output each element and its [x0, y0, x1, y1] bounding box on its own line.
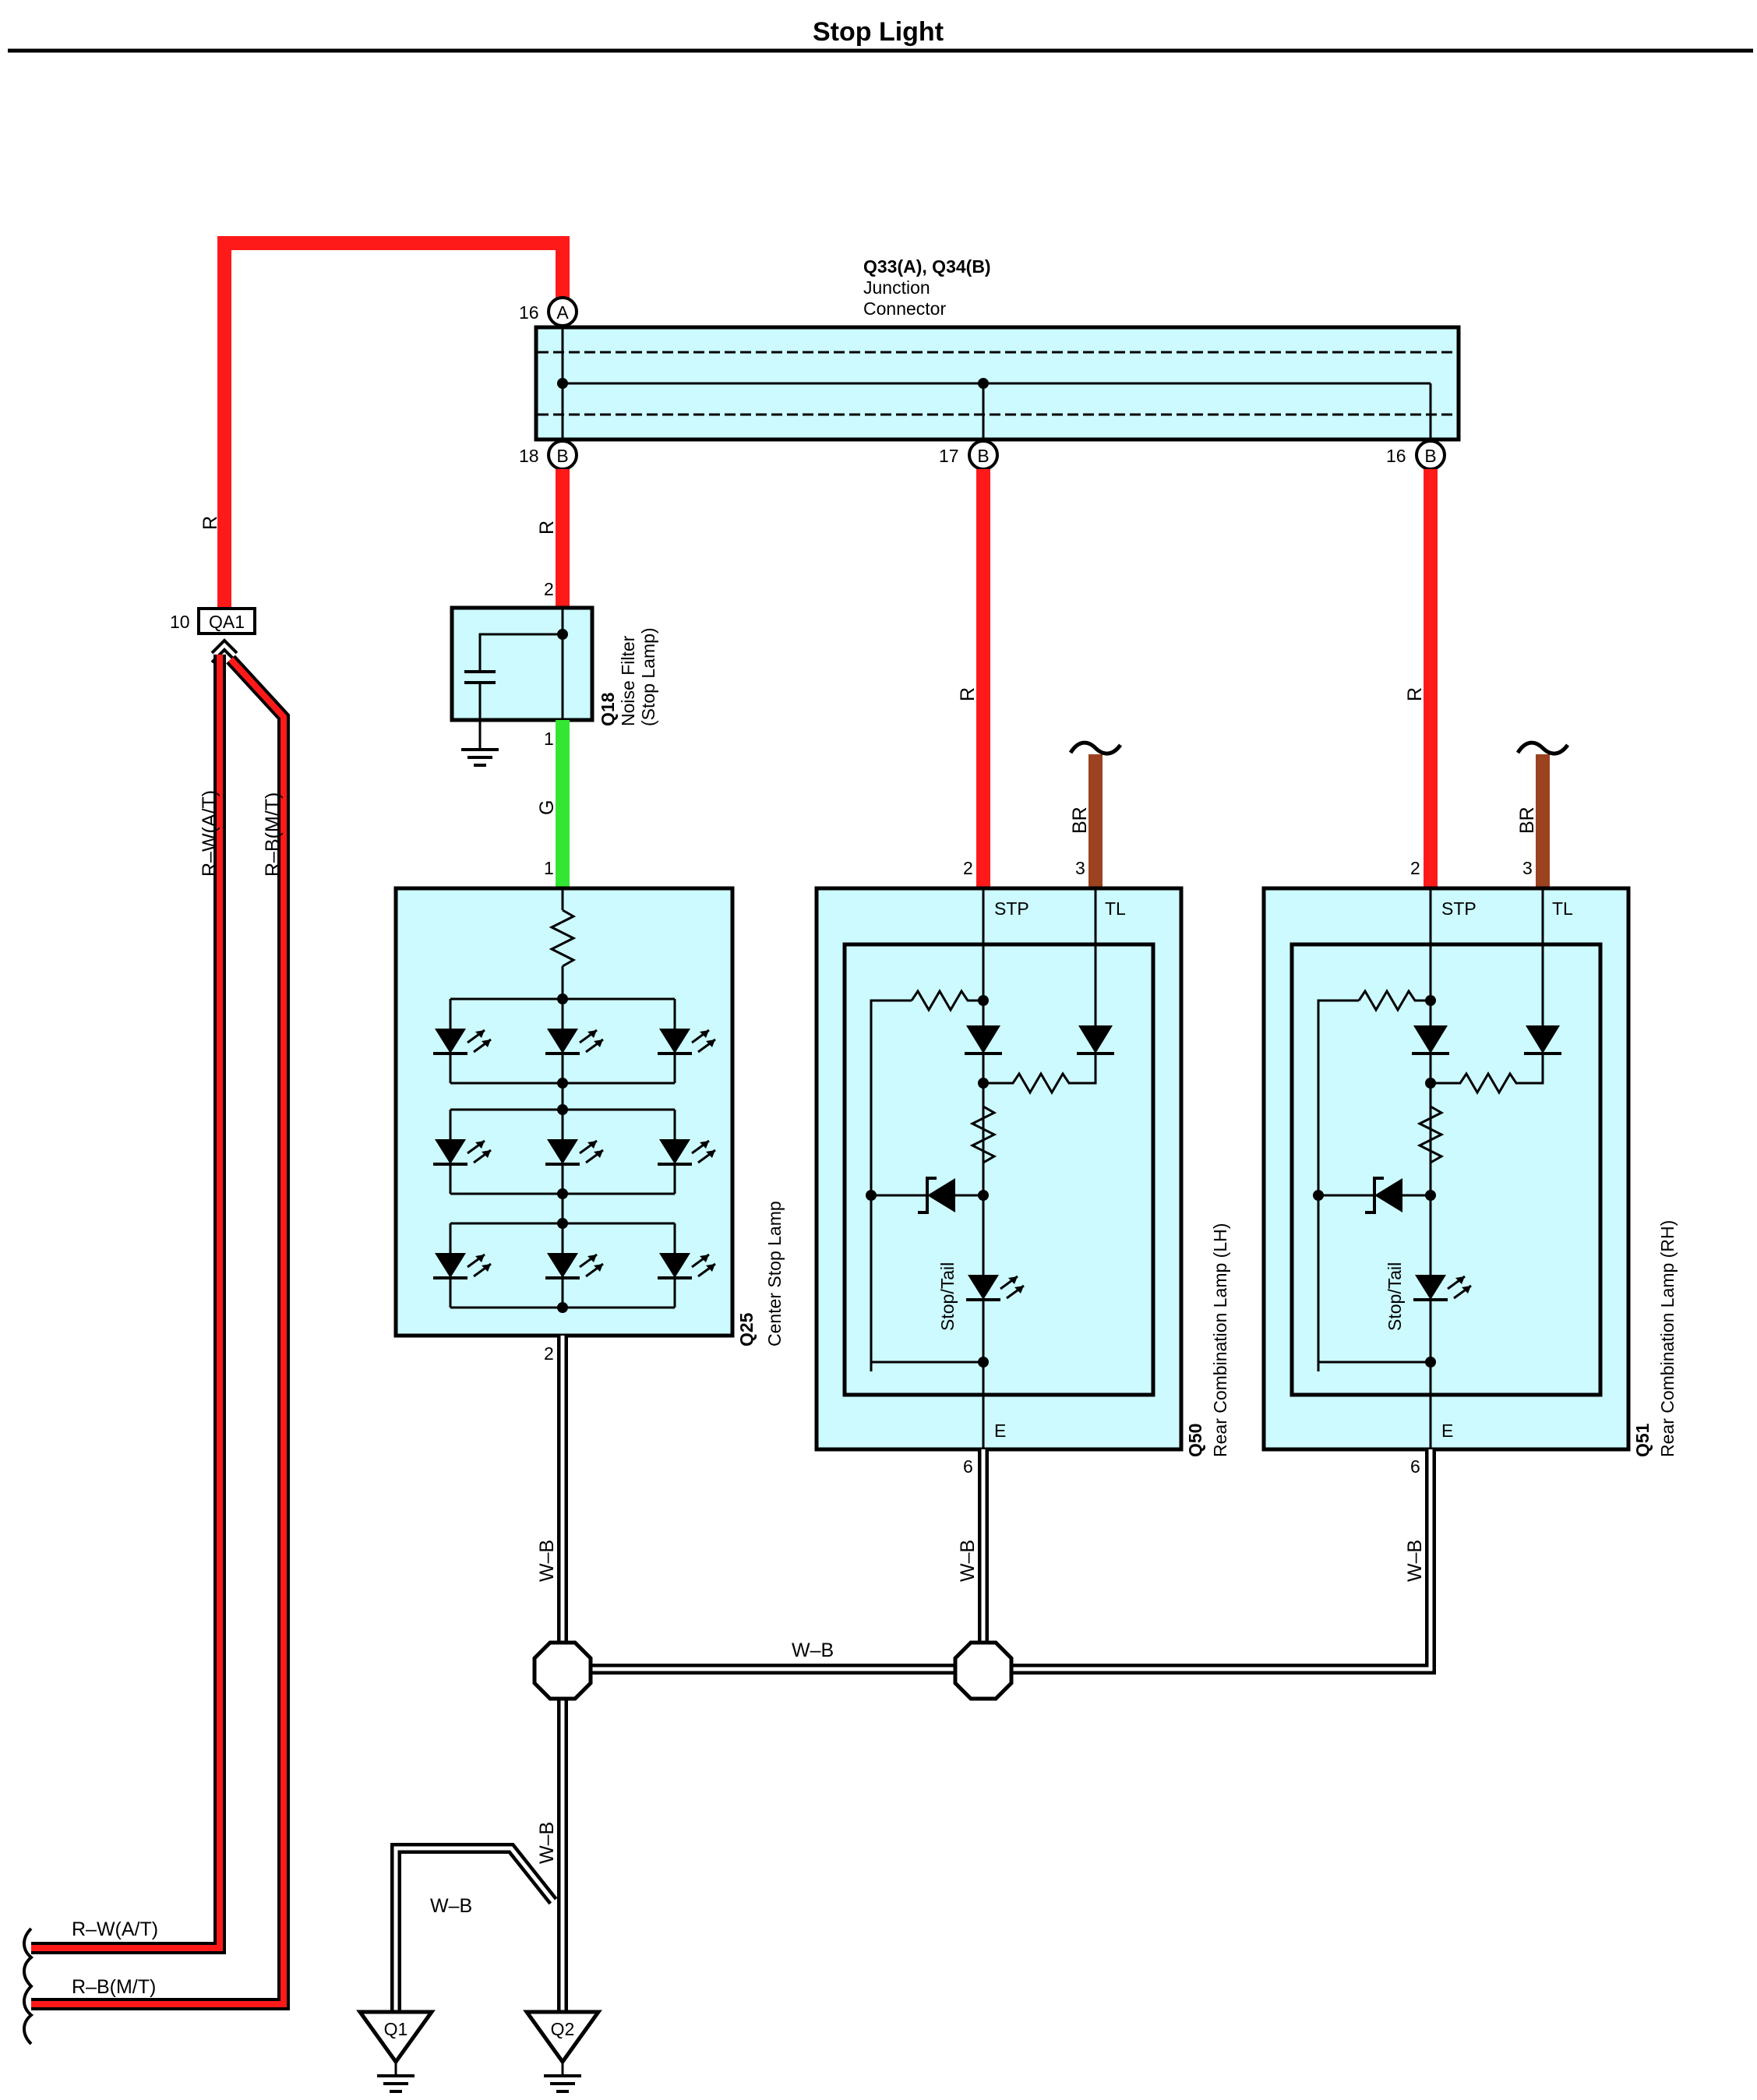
junction-pin-b18: B 18 — [519, 439, 578, 471]
svg-text:Q50: Q50 — [1185, 1424, 1205, 1457]
svg-text:A: A — [556, 302, 569, 323]
svg-text:W–B: W–B — [1404, 1540, 1426, 1582]
splice-point-2 — [953, 1640, 1014, 1701]
svg-text:10: 10 — [170, 612, 190, 632]
svg-text:16: 16 — [519, 302, 539, 323]
svg-text:2: 2 — [1410, 858, 1420, 878]
svg-text:TL: TL — [1552, 898, 1573, 919]
svg-text:16: 16 — [1386, 446, 1406, 466]
svg-text:2: 2 — [963, 858, 973, 878]
diagram-title: Stop Light — [813, 17, 944, 47]
svg-text:Q18: Q18 — [598, 692, 618, 726]
svg-text:STP: STP — [1441, 898, 1477, 919]
junction-connector: Q33(A), Q34(B) Junction Connector — [534, 256, 1461, 442]
rear-combination-lamp-rh-q51: 2 3 STP TL E Stop/Tail 6 Q51 Rear Combin… — [1261, 858, 1678, 1477]
svg-text:6: 6 — [963, 1456, 973, 1477]
svg-text:QA1: QA1 — [209, 612, 245, 632]
svg-text:R–B(M/T): R–B(M/T) — [72, 1976, 156, 1998]
svg-text:E: E — [1441, 1421, 1453, 1441]
svg-text:W–B: W–B — [430, 1895, 472, 1917]
harness-break-mark — [23, 1927, 34, 2045]
junction-pin-b16: B 16 — [1386, 439, 1446, 471]
svg-text:R–W(A/T): R–W(A/T) — [199, 790, 221, 877]
svg-text:Q2: Q2 — [551, 2019, 575, 2039]
svg-text:W–B: W–B — [536, 1540, 558, 1582]
wire-r-junction-to-rh: R — [1404, 469, 1438, 887]
wire-r-w-at: R–W(A/T) R–W(A/T) — [31, 655, 226, 1954]
svg-text:STP: STP — [994, 898, 1029, 919]
wire-g-filter-to-center-lamp: G 1 — [536, 720, 570, 887]
svg-text:Stop/Tail: Stop/Tail — [937, 1262, 958, 1331]
junction-pin-b17: B 17 — [939, 439, 999, 471]
svg-text:Rear Combination Lamp (LH): Rear Combination Lamp (LH) — [1210, 1223, 1230, 1457]
svg-text:R: R — [199, 516, 221, 530]
svg-text:Q1: Q1 — [384, 2019, 408, 2039]
svg-text:Rear Combination Lamp (RH): Rear Combination Lamp (RH) — [1657, 1220, 1678, 1457]
wire-r-qa1-to-junction: R — [199, 236, 570, 612]
svg-text:Connector: Connector — [863, 298, 946, 319]
ground-point-q1: Q1 — [356, 2010, 436, 2093]
svg-text:R: R — [1404, 687, 1426, 701]
wire-r-b-mt: R–B(M/T) R–B(M/T) — [31, 655, 290, 2010]
ground-point-q2: Q2 — [523, 2010, 602, 2093]
wire-r-junction-to-filter: R — [536, 469, 570, 608]
svg-text:B: B — [977, 446, 989, 466]
svg-text:R: R — [536, 521, 558, 535]
connector-qa1: QA1 10 — [170, 607, 256, 664]
svg-text:Junction: Junction — [863, 277, 930, 298]
svg-text:1: 1 — [544, 729, 554, 749]
svg-text:W–B: W–B — [957, 1540, 979, 1582]
svg-text:Stop/Tail: Stop/Tail — [1385, 1262, 1405, 1331]
svg-text:E: E — [994, 1421, 1006, 1441]
svg-text:6: 6 — [1410, 1456, 1420, 1477]
wire-r-junction-to-lh: R — [957, 469, 990, 887]
svg-text:17: 17 — [939, 446, 959, 466]
rear-combination-lamp-lh-q50: 2 3 STP TL E Stop/Tail 6 Q50 Rear Comb — [814, 858, 1230, 1477]
svg-text:G: G — [536, 800, 558, 815]
svg-text:Center Stop Lamp: Center Stop Lamp — [764, 1201, 785, 1346]
svg-text:Q25: Q25 — [736, 1312, 757, 1346]
svg-text:W–B: W–B — [536, 1822, 558, 1864]
svg-text:R: R — [957, 687, 979, 701]
svg-text:B: B — [556, 446, 568, 466]
svg-text:BR: BR — [1069, 806, 1091, 834]
svg-text:R–W(A/T): R–W(A/T) — [72, 1918, 158, 1940]
svg-text:3: 3 — [1522, 858, 1533, 878]
center-stop-lamp-q25: 2 Q25 Center Stop Lamp — [393, 886, 785, 1364]
svg-text:Q51: Q51 — [1632, 1423, 1653, 1457]
svg-text:R–B(M/T): R–B(M/T) — [262, 792, 284, 877]
svg-text:3: 3 — [1075, 858, 1085, 878]
splice-point-1 — [532, 1640, 593, 1701]
svg-text:Noise Filter: Noise Filter — [618, 635, 638, 726]
svg-text:18: 18 — [519, 446, 539, 466]
svg-text:BR: BR — [1516, 806, 1538, 834]
svg-text:B: B — [1424, 446, 1436, 466]
wire-br-rh: BR — [1515, 740, 1570, 887]
svg-text:1: 1 — [544, 858, 554, 878]
svg-text:TL: TL — [1105, 898, 1126, 919]
svg-text:(Stop Lamp): (Stop Lamp) — [638, 627, 658, 726]
noise-filter-q18: 2 1 Q18 Noise Filter (Stop Lamp) — [450, 579, 658, 767]
svg-text:W–B: W–B — [792, 1639, 834, 1661]
junction-connector-name: Q33(A), Q34(B) — [863, 256, 991, 277]
junction-pin-a16: A 16 — [519, 296, 578, 327]
svg-text:2: 2 — [544, 1343, 554, 1364]
ground-wiring-w-b: W–B W–B W–B W–B W–B W–B — [390, 1336, 1436, 2012]
wire-br-lh: BR — [1068, 740, 1123, 887]
svg-text:2: 2 — [544, 579, 554, 599]
